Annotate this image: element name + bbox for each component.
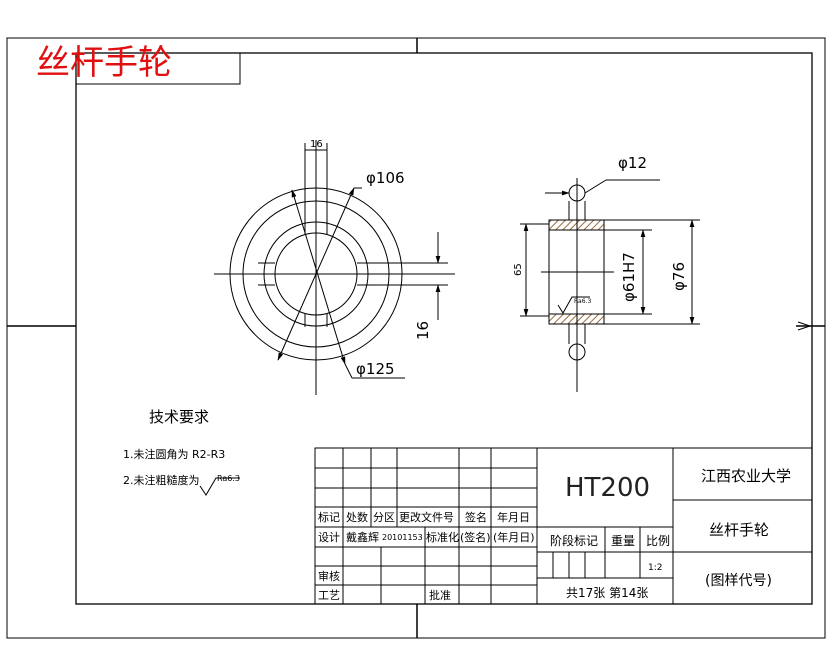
dim-keyway-width-top: 16 (310, 139, 323, 150)
tb-scale-value: 1:2 (648, 563, 662, 573)
front-view (214, 140, 455, 395)
tb-label-date: 年月日 (497, 510, 530, 524)
tb-design-sign: (签名) (460, 530, 491, 544)
title-block (314, 447, 813, 605)
dim-outer-diameter: φ76 (670, 262, 688, 291)
tech-req-item-2: 2.未注粗糙度为 (123, 473, 200, 487)
drawing-title: 丝杆手轮 (36, 43, 172, 83)
dim-keyway-width-side: 16 (414, 321, 432, 340)
tb-part-name: 丝杆手轮 (709, 521, 769, 539)
tech-req-heading: 技术要求 (149, 408, 209, 426)
tb-school: 江西农业大学 (701, 467, 791, 485)
tb-label-change-doc: 更改文件号 (399, 510, 454, 524)
tb-design-label: 设计 (318, 531, 340, 544)
outer-frame (6, 37, 826, 639)
tb-process: 工艺 (318, 589, 340, 602)
tb-label-count: 处数 (346, 511, 368, 524)
tech-req-item-1: 1.未注圆角为 R2-R3 (123, 447, 225, 461)
tb-sheets: 共17张 第14张 (566, 586, 648, 600)
section-view (520, 178, 700, 392)
tb-drawing-code: (图样代号) (705, 573, 772, 589)
tb-stage-mark: 阶段标记 (550, 533, 598, 548)
dim-diameter-125: φ125 (356, 360, 395, 378)
dim-pin-diameter: φ12 (618, 154, 647, 172)
tb-approve: 批准 (429, 588, 451, 602)
dim-height: 65 (513, 263, 524, 276)
tb-design-name: 戴鑫辉 (346, 530, 379, 544)
tb-label-zone: 分区 (373, 511, 395, 524)
tb-label-sign: 签名 (465, 510, 487, 524)
title-box (75, 52, 241, 85)
roughness-icon (199, 477, 240, 496)
tb-review: 审核 (318, 569, 340, 583)
roughness-value: Ra6.3 (574, 298, 591, 305)
dim-bore: φ61H7 (620, 252, 638, 302)
tb-design-number: 20101153 (382, 533, 423, 542)
tb-label-mark: 标记 (318, 510, 340, 524)
tb-material: HT200 (565, 473, 650, 503)
tb-design-date: (年月日) (493, 530, 535, 544)
tech-req-roughness: Ra6.3 (217, 474, 240, 483)
tb-weight: 重量 (611, 534, 635, 548)
tb-scale-label: 比例 (646, 534, 670, 548)
dim-diameter-106: φ106 (366, 169, 405, 187)
tb-standardize: 标准化 (426, 530, 459, 544)
